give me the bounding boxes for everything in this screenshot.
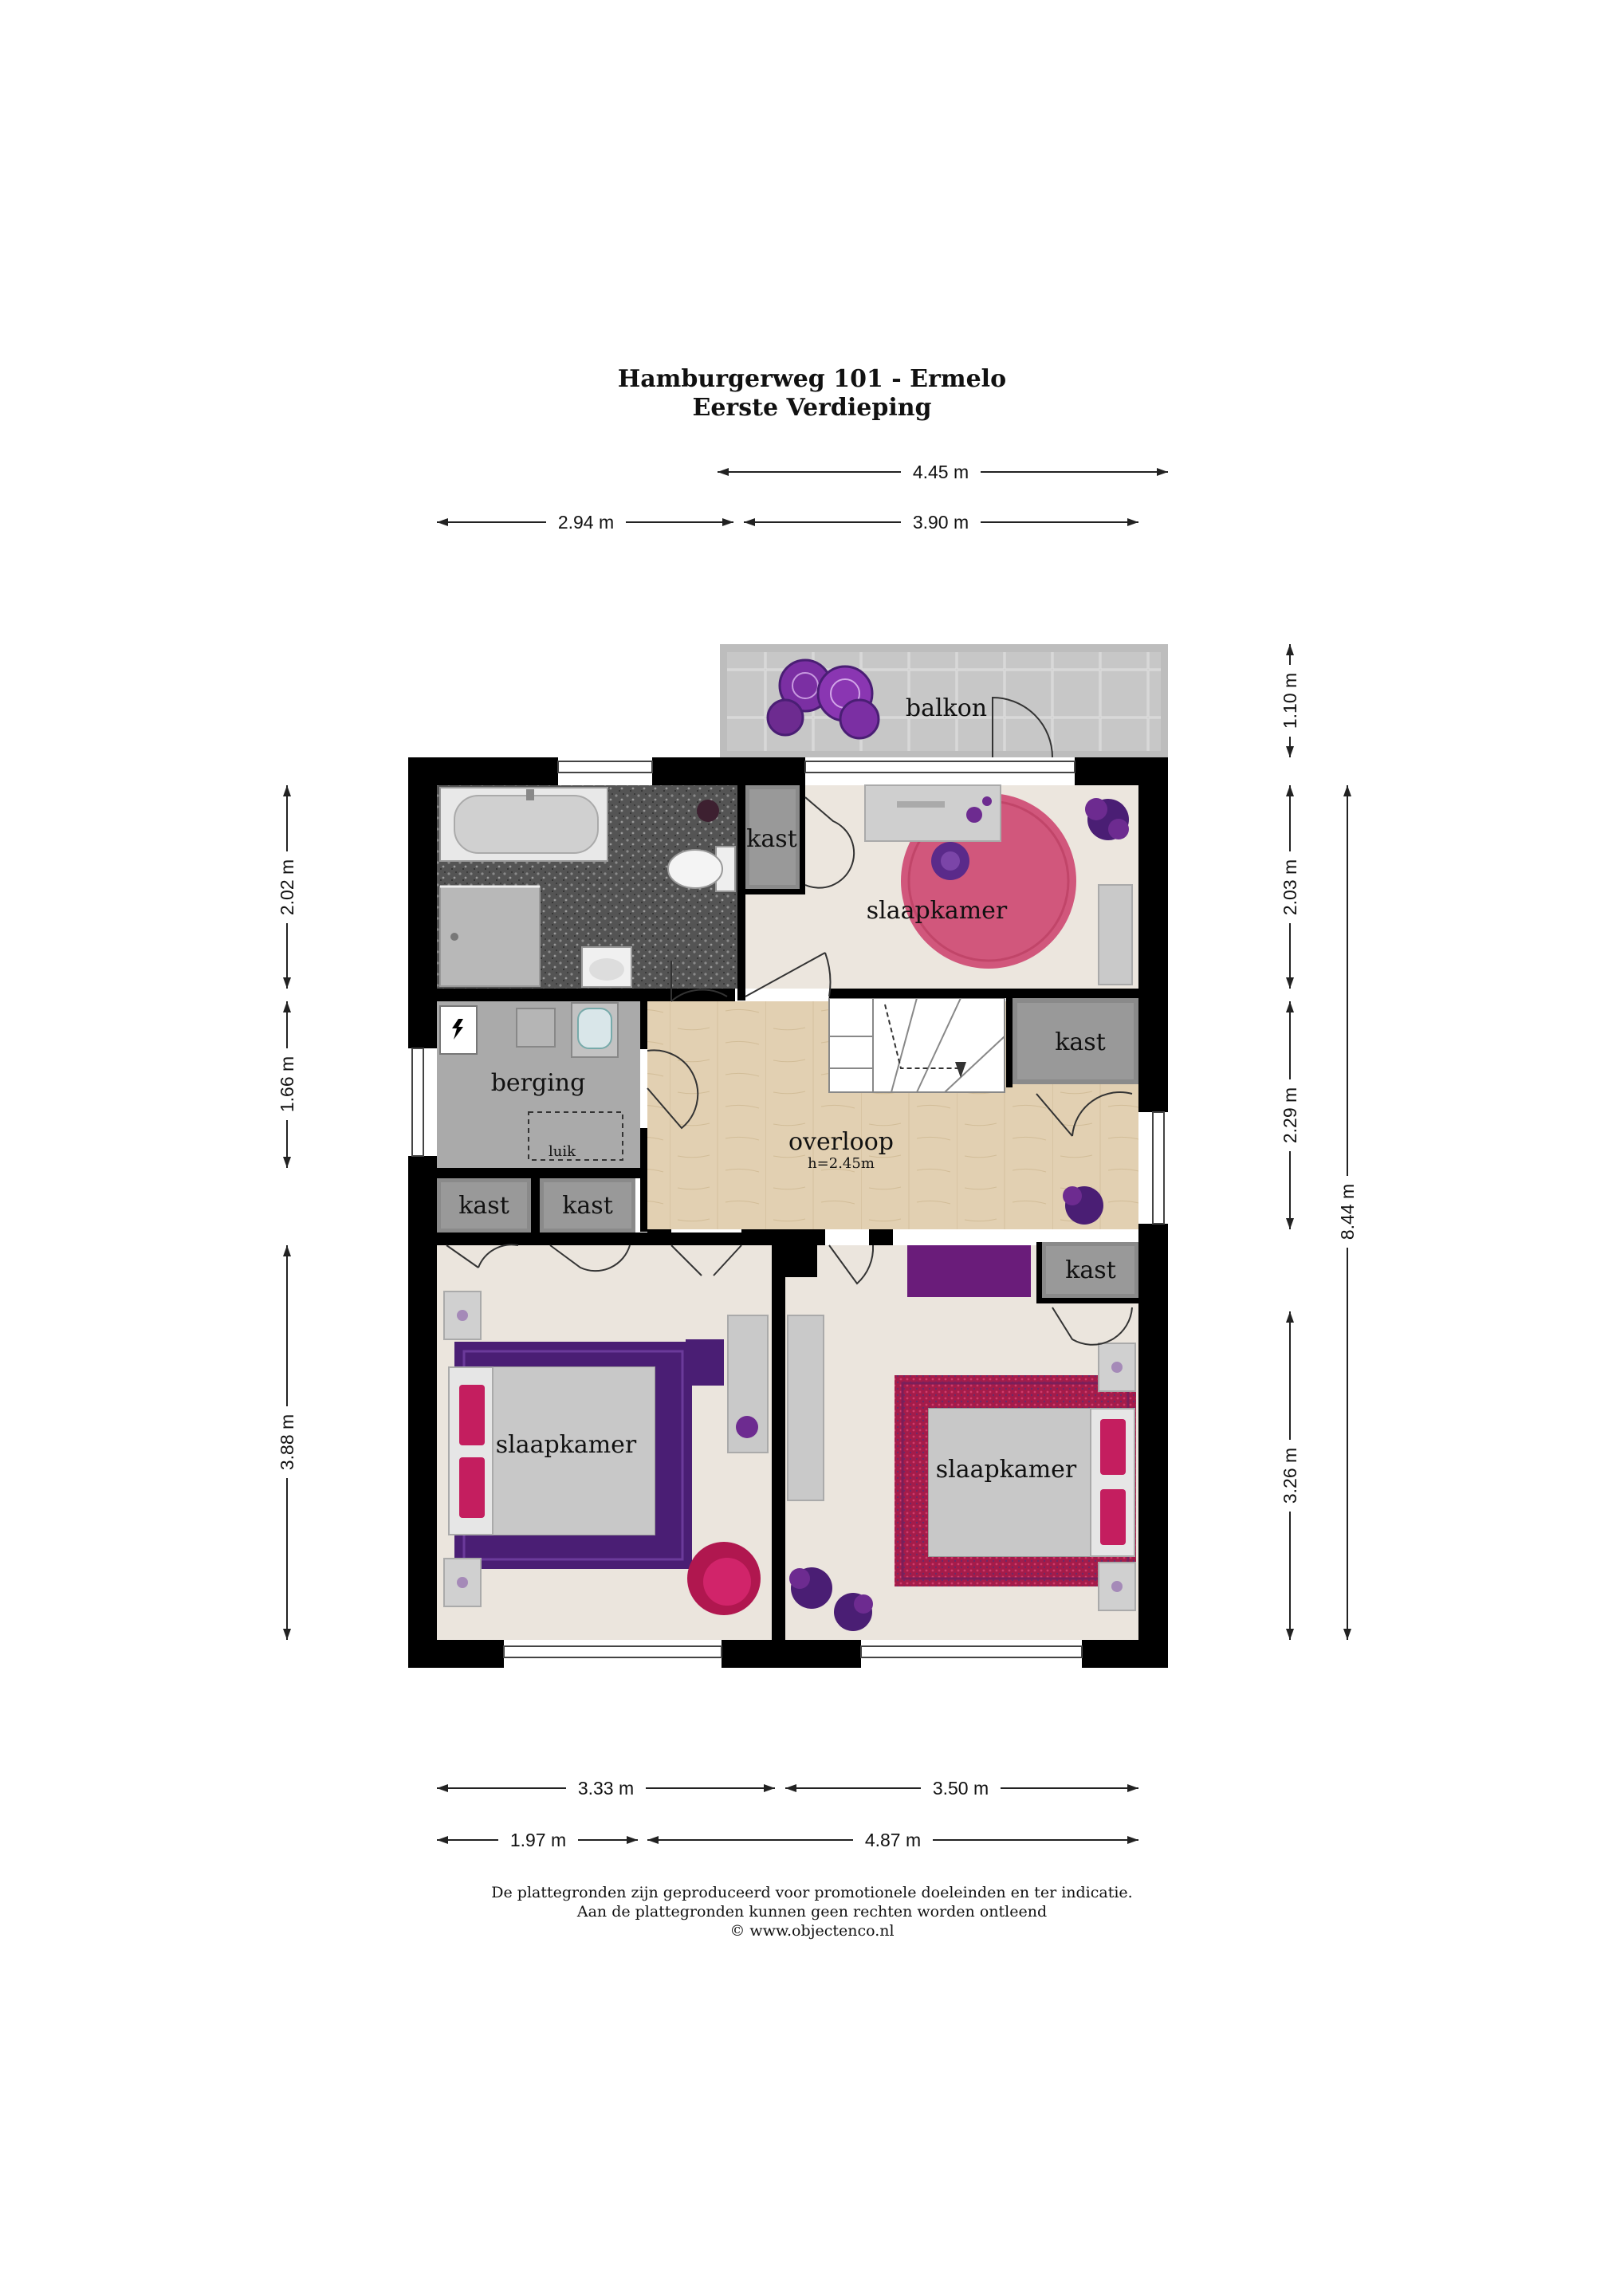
dryer-icon [516, 1008, 556, 1048]
dimension-right-upper: 2.03 m [1279, 785, 1301, 989]
shower-tray-icon [439, 885, 541, 987]
staircase-icon [828, 997, 1005, 1093]
balcony-table-icon [766, 659, 880, 740]
lamp-icon [1111, 1362, 1123, 1373]
dim-label: 2.02 m [277, 859, 297, 915]
dimension-bottom2-right: 4.87 m [647, 1829, 1138, 1851]
dim-label: 3.26 m [1280, 1448, 1300, 1504]
dim-label: 8.44 m [1337, 1184, 1358, 1240]
dimension-top-right: 3.90 m [744, 511, 1138, 533]
dim-label: 1.10 m [1280, 673, 1300, 729]
closet-landing: kast [1013, 998, 1138, 1084]
plants-right-icon [789, 1567, 873, 1631]
nightstand-icon [1098, 1343, 1136, 1392]
hatch-icon: luik [528, 1111, 623, 1161]
lamp-icon [457, 1577, 468, 1588]
desk-chair-icon [931, 842, 969, 880]
plant-landing-icon [1063, 1186, 1103, 1225]
closet-left-2: kast [540, 1178, 635, 1233]
bathtub-icon [439, 787, 608, 862]
room-label-closet-right: kast [1065, 1256, 1116, 1284]
closet-right: kast [1042, 1242, 1138, 1298]
bench-icon [907, 1245, 1031, 1297]
sink-icon [581, 946, 632, 988]
dim-label: 2.94 m [558, 512, 614, 533]
dimension-bottom-right: 3.50 m [785, 1777, 1138, 1799]
lamp-icon [1111, 1581, 1123, 1592]
dimension-bottom-left: 3.33 m [437, 1777, 775, 1799]
desk-icon [864, 784, 1001, 842]
room-label-storage: berging [491, 1069, 586, 1097]
balcony: balkon [720, 644, 1168, 758]
dim-label: 4.45 m [913, 462, 969, 482]
dim-label: 1.97 m [510, 1830, 566, 1850]
room-label-bedroom-top: slaapkamer [867, 897, 1008, 925]
bed-left-icon [448, 1366, 655, 1535]
windows [411, 761, 1165, 1658]
dim-label: 4.87 m [865, 1830, 921, 1850]
room-label-closet-left-1: kast [458, 1192, 509, 1220]
plan-floor-name: Eerste Verdieping [692, 394, 932, 422]
toilet-icon [667, 846, 736, 892]
armchair-icon [687, 1542, 761, 1615]
disclaimer-line-2: Aan de plattegronden kunnen geen rechten… [576, 1903, 1048, 1921]
lamp-icon [457, 1310, 468, 1321]
boiler-icon [439, 1005, 478, 1055]
dimension-right-overall: 8.44 m [1336, 785, 1359, 1640]
room-label-closet-top: kast [746, 825, 797, 853]
dimension-bottom2-left: 1.97 m [437, 1829, 638, 1851]
walls [408, 757, 1168, 1668]
room-label-landing: overloop [788, 1128, 894, 1156]
dimension-left-upper: 2.02 m [276, 785, 298, 989]
dim-label: 2.29 m [1280, 1087, 1300, 1143]
plant-icon [1085, 798, 1129, 840]
landing-ceiling-height: h=2.45m [808, 1155, 875, 1172]
room-label-closet-landing: kast [1055, 1028, 1106, 1056]
disclaimer-line-1: De plattegronden zijn geproduceerd voor … [491, 1884, 1133, 1901]
room-label-balcony: balkon [906, 694, 987, 722]
closet-left-1: kast [437, 1178, 531, 1233]
doors [446, 796, 1133, 1346]
closet-top: kast [745, 785, 800, 889]
dresser-icon [1098, 884, 1133, 985]
room-label-closet-left-2: kast [562, 1192, 613, 1220]
room-label-bedroom-right: slaapkamer [936, 1456, 1077, 1484]
dimension-right-lower: 3.26 m [1279, 1311, 1301, 1640]
plan-address: Hamburgerweg 101 - Ermelo [617, 365, 1007, 393]
dim-label: 3.88 m [277, 1414, 297, 1470]
bed-right-icon [928, 1408, 1135, 1557]
dimension-right-middle: 2.29 m [1279, 1001, 1301, 1229]
copyright-link[interactable]: © www.objectenco.nl [729, 1922, 895, 1940]
wardrobe-desk-icon [686, 1315, 769, 1453]
dim-label: 3.50 m [933, 1778, 989, 1799]
dimension-left-middle: 1.66 m [276, 1001, 298, 1168]
dim-label: 2.03 m [1280, 859, 1300, 915]
dimension-right-balcony: 1.10 m [1279, 644, 1301, 757]
washing-machine-icon [571, 1002, 619, 1058]
room-label-hatch: luik [549, 1143, 576, 1160]
dim-label: 3.90 m [913, 512, 969, 533]
dimension-left-lower: 3.88 m [276, 1245, 298, 1640]
dim-label: 3.33 m [578, 1778, 634, 1799]
room-label-bedroom-left: slaapkamer [496, 1431, 637, 1459]
bath-mat-icon [697, 800, 719, 822]
dimension-top-overall: 4.45 m [718, 461, 1168, 483]
dimension-top-left: 2.94 m [437, 511, 733, 533]
dim-label: 1.66 m [277, 1056, 297, 1112]
wardrobe-icon [787, 1315, 824, 1501]
